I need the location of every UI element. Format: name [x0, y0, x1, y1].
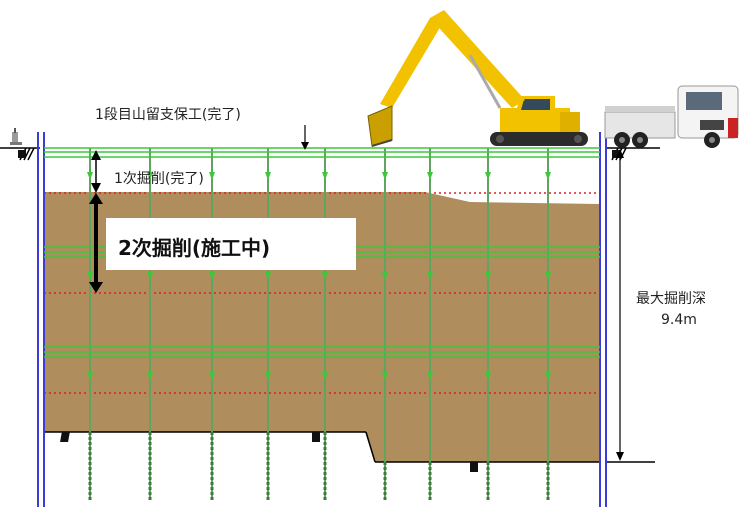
excavation-bottom-step: [365, 431, 376, 463]
support-stage1-label: 1段目山留支保工(完了): [95, 107, 241, 123]
strut-brackets: [87, 172, 551, 380]
pile-tips: [88, 432, 550, 500]
intermediate-piles: [89, 148, 549, 500]
dump-truck-icon: [604, 85, 739, 148]
max-depth-title: 最大掘削深: [636, 291, 706, 307]
max-depth-value: 9.4m: [661, 312, 697, 328]
excavation2-label: 2次掘削(施工中): [118, 236, 271, 260]
ground-hatch: [19, 147, 627, 161]
excavator-icon: [367, 10, 588, 147]
strut-level-3: [44, 346, 600, 358]
sheet-pile-walls: [37, 132, 607, 507]
excavation2-label-box: [106, 218, 356, 270]
strut-level-1: [44, 147, 600, 158]
excavation1-label: 1次掘削(完了): [114, 171, 204, 187]
pile-markers: [18, 150, 620, 472]
survey-marker-icon: [10, 128, 22, 145]
